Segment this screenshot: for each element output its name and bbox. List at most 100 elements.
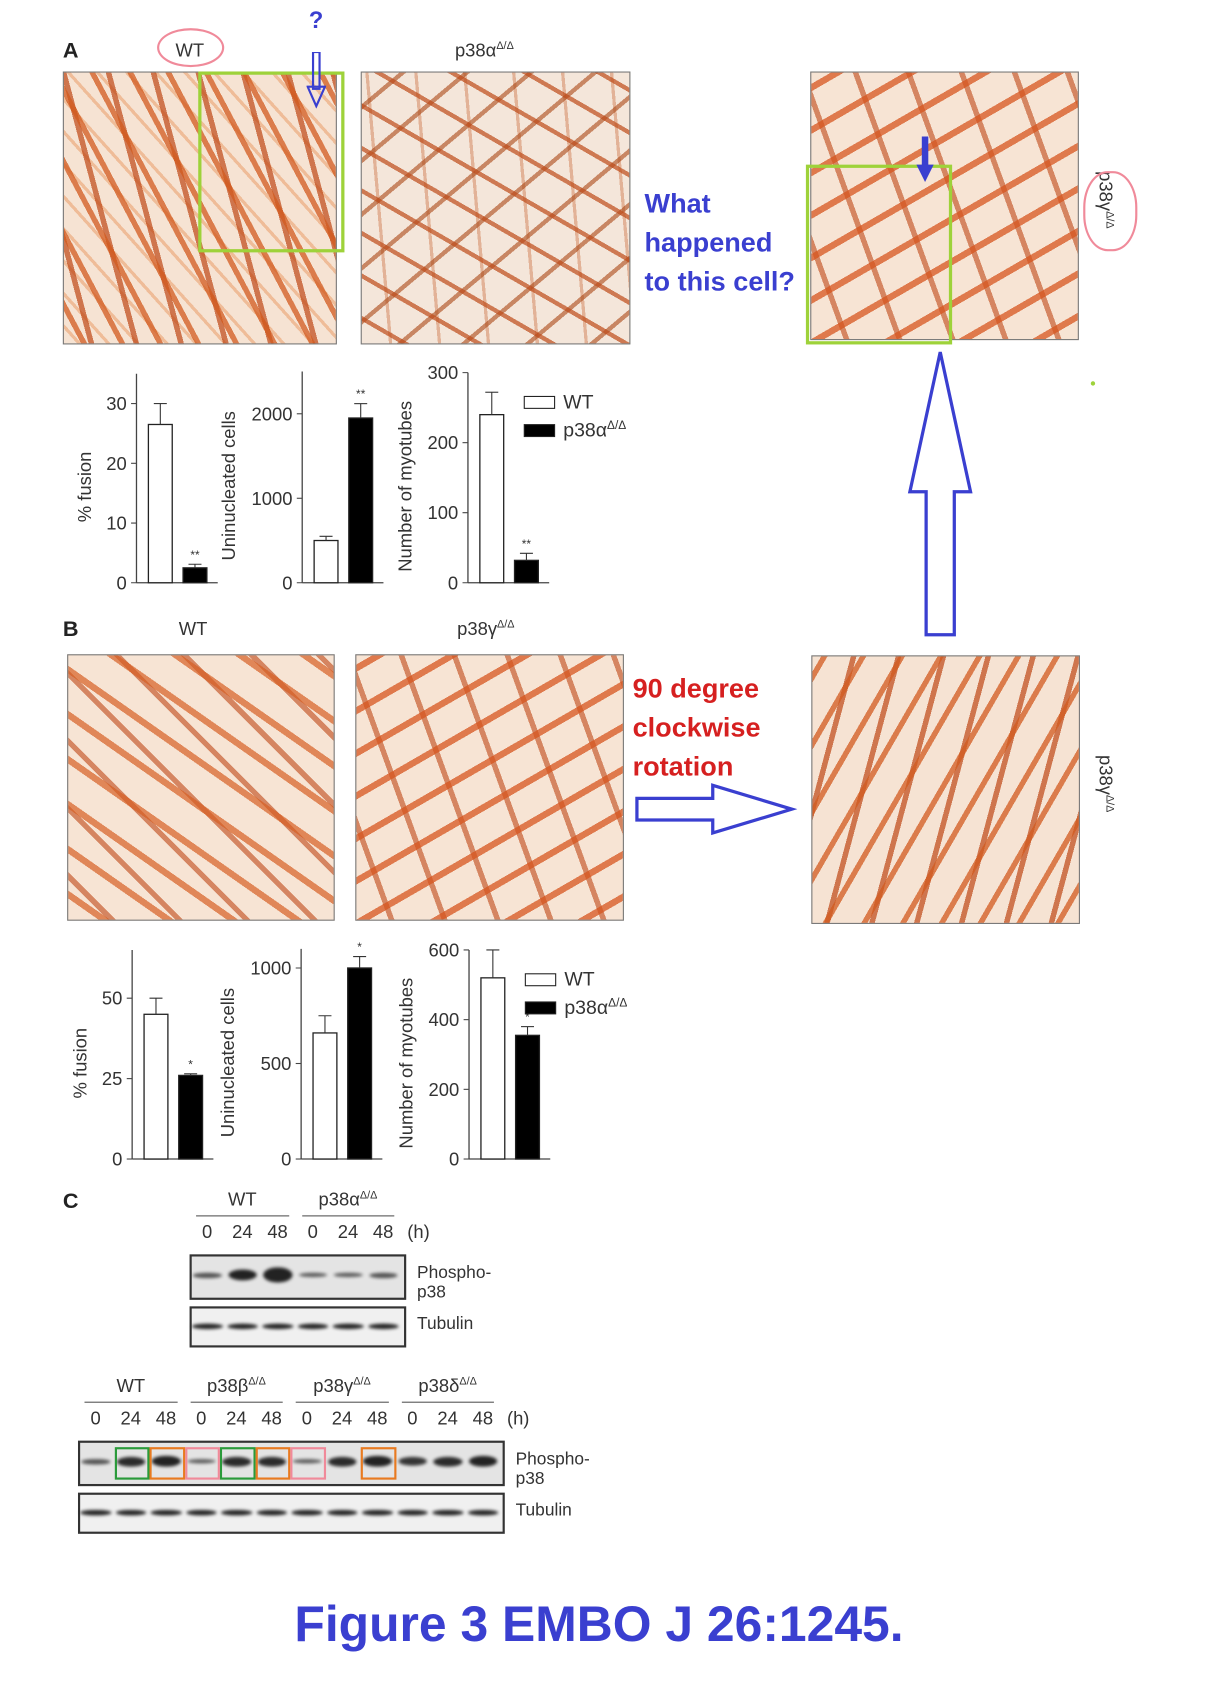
timepoint-label: 48 [261,1408,282,1429]
ko-sup: Δ/Δ [496,40,514,53]
y-tick-label: 50 [102,988,122,1009]
group-sup: Δ/Δ [353,1376,371,1388]
rotation-line: rotation [632,751,734,783]
timepoint-label: 0 [407,1408,418,1429]
up-arrow-icon [907,351,973,637]
y-tick-label: 300 [427,362,458,383]
group-sup: Δ/Δ [359,1189,378,1202]
unit-label: (h) [506,1408,530,1429]
y-tick-label: 100 [427,502,458,523]
legend-label: WT [564,969,594,991]
rotated-label-bottom: p38γΔ/Δ [1094,755,1116,812]
micrograph-rotated-copy [811,655,1080,924]
row-label-phospho: Phospho-p38 [417,1264,492,1303]
phospho-band [263,1267,292,1283]
row-label-phospho: Phospho-p38 [515,1450,590,1489]
significance-mark: * [188,1057,193,1071]
phospho-band [222,1456,251,1467]
rotation-line: 90 degree [632,673,760,705]
y-axis-label: Uninucleated cells [217,988,238,1137]
bar-wt [313,539,339,584]
phospho-band [116,1456,146,1467]
bar-ko [514,1034,541,1160]
group-underline [301,1215,395,1217]
tubulin-band [396,1509,428,1516]
y-axis-label: % fusion [74,452,95,523]
lane-group-label: WT [78,1376,184,1398]
y-axis-label: % fusion [70,1028,91,1099]
timepoint-label: 48 [372,1221,394,1243]
legend-text: WT [563,391,593,413]
timepoint-label: 0 [196,1408,207,1429]
group-sup: Δ/Δ [248,1376,266,1388]
timepoint-label: 24 [232,1221,253,1243]
legend-text: p38α [564,997,608,1019]
phospho-band [192,1272,222,1278]
legend-label: p38αΔ/Δ [563,418,626,442]
timepoint-label: 24 [337,1221,359,1243]
significance-mark: ** [356,387,366,401]
panel-b-wt-label: WT [178,618,208,640]
panel-b-ko-label: p38γΔ/Δ [457,619,514,641]
lane-highlight-box [184,1447,220,1480]
micrograph-b-wt [67,654,335,921]
phospho-band [333,1272,363,1278]
rotation-line: clockwise [632,712,761,744]
question-line: happened [644,227,773,258]
tubulin-band [297,1323,329,1330]
phospho-band [368,1272,398,1278]
tubulin-band [226,1323,258,1330]
tubulin-band [361,1509,393,1516]
unit-label: (h) [407,1221,430,1243]
group-underline [190,1401,283,1403]
lane-highlight-box [149,1447,185,1480]
group-name: p38δ [418,1375,460,1397]
group-name: WT [228,1189,257,1210]
tubulin-band [262,1323,294,1330]
timepoint-label: 0 [90,1408,101,1429]
bar-wt [147,423,173,584]
lane-highlight-box [255,1447,291,1480]
pink-circle-highlight [157,28,225,68]
phospho-band [468,1455,498,1467]
y-tick-label: 0 [282,572,292,593]
legend-swatch [524,973,557,987]
tubulin-band [185,1509,217,1516]
group-name: p38γ [313,1375,354,1397]
green-highlight-box [805,164,953,345]
legend-swatch [523,424,556,438]
timepoint-label: 48 [366,1408,388,1429]
phospho-band [362,1455,392,1467]
group-name: p38α [318,1189,360,1210]
question-line: to this cell? [644,266,795,297]
green-highlight-box [198,71,345,253]
lane-group-label: p38γΔ/Δ [289,1376,395,1398]
y-tick-label: 30 [106,393,126,414]
y-axis-label: Number of myotubes [395,401,416,572]
y-axis-label: Uninucleated cells [218,411,239,560]
tubulin-band [432,1509,464,1516]
rotation-annotation: 90 degree clockwise rotation [633,669,761,786]
significance-mark: * [525,1010,530,1024]
tubulin-band [80,1509,112,1516]
timepoint-label: 0 [301,1408,312,1429]
y-tick-label: 0 [281,1149,291,1170]
legend-sup: Δ/Δ [607,418,626,432]
tubulin-band [150,1509,182,1516]
tubulin-band [467,1509,499,1516]
timepoint-label: 48 [267,1221,288,1243]
question-line: What [644,188,711,219]
panel-a-label: A [62,38,79,63]
phospho-band [151,1455,181,1467]
y-tick-label: 1000 [252,488,293,509]
bar-ko [513,559,540,584]
down-arrow-icon [916,136,934,182]
y-tick-label: 2000 [252,403,293,424]
group-underline [295,1401,389,1403]
